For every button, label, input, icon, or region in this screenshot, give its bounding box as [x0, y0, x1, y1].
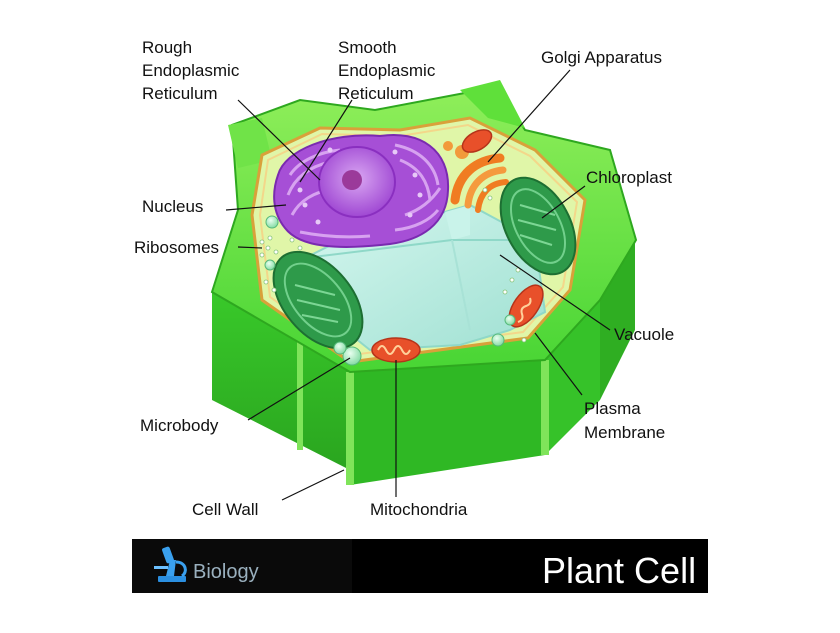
microscope-icon: [154, 546, 187, 582]
label-ribosomes: Ribosomes: [134, 238, 219, 257]
label-microbody: Microbody: [140, 416, 219, 435]
label-rough-er-3: Reticulum: [142, 84, 218, 103]
label-mitochondria: Mitochondria: [370, 500, 468, 519]
label-golgi: Golgi Apparatus: [541, 48, 662, 67]
label-cell-wall: Cell Wall: [192, 500, 258, 519]
labels: Rough Endoplasmic Reticulum Smooth Endop…: [134, 38, 674, 519]
leader-lines: [225, 69, 611, 501]
chloroplast-second: [272, 250, 364, 350]
nucleus: [273, 134, 450, 248]
label-smooth-er-3: Reticulum: [338, 84, 414, 103]
label-nucleus: Nucleus: [142, 197, 203, 216]
label-vacuole: Vacuole: [614, 325, 674, 344]
label-plasma-membrane-2: Membrane: [584, 423, 665, 442]
label-rough-er-1: Rough: [142, 38, 192, 57]
ribosomes: [259, 187, 527, 343]
mitochondria: [371, 337, 421, 363]
label-smooth-er-2: Endoplasmic: [338, 61, 436, 80]
label-rough-er-2: Endoplasmic: [142, 61, 240, 80]
label-plasma-membrane-1: Plasma: [584, 399, 641, 418]
chloroplast: [499, 176, 577, 276]
banner-title: Plant Cell: [542, 550, 696, 591]
label-smooth-er-1: Smooth: [338, 38, 397, 57]
microbody: [264, 215, 516, 366]
mitochondria-third: [461, 129, 493, 153]
label-chloroplast: Chloroplast: [586, 168, 672, 187]
banner-subject: Biology: [193, 561, 259, 583]
mitochondria-second: [508, 284, 544, 328]
title-banner: Biology Plant Cell: [132, 539, 708, 593]
